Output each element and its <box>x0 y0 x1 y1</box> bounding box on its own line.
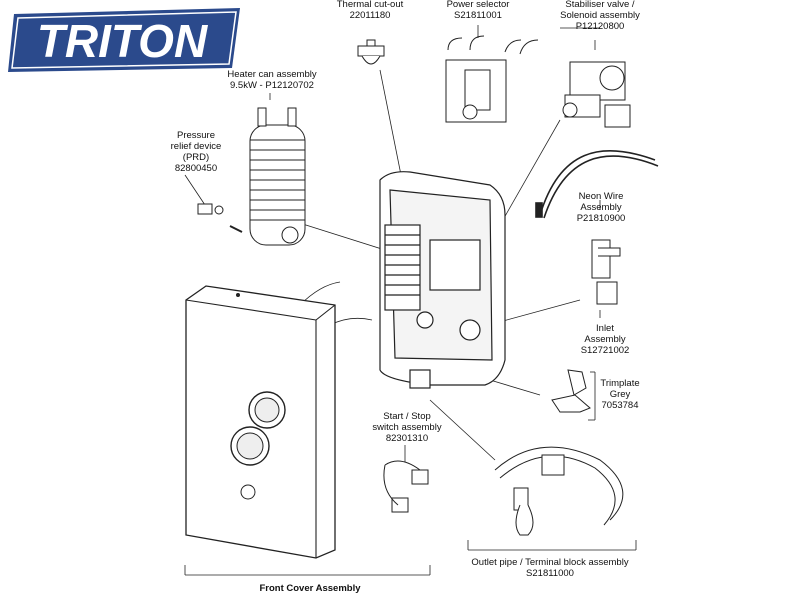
prd-name-3: (PRD) <box>182 152 210 163</box>
start-stop-switch-part <box>383 460 429 513</box>
prd-part <box>197 203 243 233</box>
outlet-terminal-block-part <box>494 446 624 536</box>
inlet-code: S12721002 <box>580 345 630 356</box>
inlet-part <box>591 239 621 305</box>
label-neon-wire: Neon Wire Assembly P21810900 <box>566 191 636 224</box>
heater-can-name: Heater can assembly <box>227 69 317 80</box>
outlet-pipe-name: Outlet pipe / Terminal block assembly <box>471 557 629 568</box>
power-selector-part <box>445 35 539 123</box>
prd-name-1: Pressure <box>176 130 215 141</box>
inlet-name-1: Inlet <box>596 323 614 334</box>
label-front-cover: Front Cover Assembly <box>240 583 380 594</box>
logo-wordmark: TRITON <box>37 15 208 67</box>
stabiliser-valve-name-2: Solenoid assembly <box>560 10 640 21</box>
thermal-cutout-name: Thermal cut-out <box>336 0 404 10</box>
power-selector-name: Power selector <box>446 0 510 10</box>
neon-wire-name-2: Assembly <box>580 202 622 213</box>
prd-name-2: relief device <box>170 141 222 152</box>
label-stabiliser-valve: Stabiliser valve / Solenoid assembly P12… <box>548 0 652 32</box>
prd-code: 82800450 <box>174 163 218 174</box>
label-prd: Pressure relief device (PRD) 82800450 <box>166 130 226 174</box>
outlet-pipe-code: S21811000 <box>526 568 574 579</box>
thermal-cutout-part <box>357 39 385 65</box>
shower-body-part <box>379 171 506 389</box>
power-selector-code: S21811001 <box>454 10 502 21</box>
trimplate-code: 7053784 <box>601 400 639 411</box>
start-stop-name-2: switch assembly <box>372 422 442 433</box>
label-trimplate: Trimplate Grey 7053784 <box>594 378 646 411</box>
start-stop-name-1: Start / Stop <box>383 411 431 422</box>
label-outlet-pipe: Outlet pipe / Terminal block assembly S2… <box>460 557 640 579</box>
heater-can-code: 9.5kW - P12120702 <box>230 80 314 91</box>
label-power-selector: Power selector S21811001 <box>438 0 518 21</box>
stabiliser-valve-part <box>562 61 631 128</box>
neon-wire-name-1: Neon Wire <box>578 191 624 202</box>
neon-wire-code: P21810900 <box>576 213 626 224</box>
label-inlet: Inlet Assembly S12721002 <box>570 323 640 356</box>
label-start-stop-switch: Start / Stop switch assembly 82301310 <box>370 411 444 444</box>
triton-logo: TRITON <box>8 8 240 72</box>
heater-can-part <box>249 107 306 246</box>
trimplate-name-1: Trimplate <box>600 378 640 389</box>
stabiliser-valve-code: P12120800 <box>575 21 625 32</box>
label-thermal-cutout: Thermal cut-out 22011180 <box>335 0 405 21</box>
front-cover-part <box>185 285 336 559</box>
start-stop-code: 82301310 <box>385 433 429 444</box>
label-heater-can: Heater can assembly 9.5kW - P12120702 <box>220 69 324 91</box>
stabiliser-valve-name-1: Stabiliser valve / <box>565 0 635 10</box>
neon-wire-part <box>535 149 659 219</box>
thermal-cutout-code: 22011180 <box>349 10 391 21</box>
front-cover-name: Front Cover Assembly <box>259 583 361 594</box>
trimplate-part <box>551 369 591 413</box>
leader-lines <box>184 25 637 576</box>
trimplate-name-2: Grey <box>609 389 631 400</box>
inlet-name-2: Assembly <box>584 334 626 345</box>
